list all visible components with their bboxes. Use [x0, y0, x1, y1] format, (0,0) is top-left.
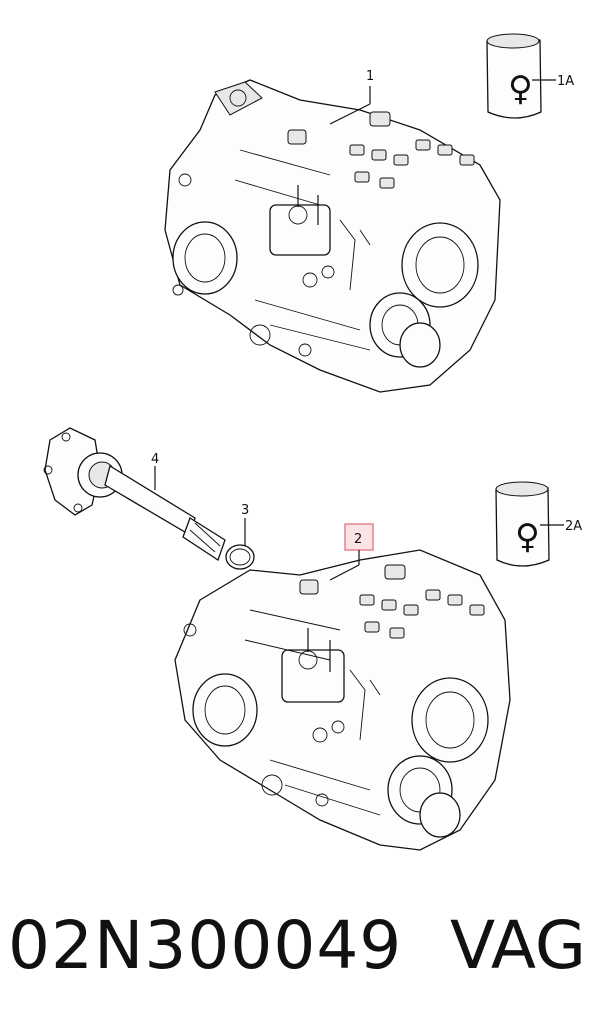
bolts-row-1	[349, 139, 475, 189]
callout-4: 4	[151, 452, 159, 467]
callout-1a: 1A	[557, 74, 574, 89]
o-ring-3: 3	[225, 503, 255, 570]
part-number: 02N300049	[8, 907, 403, 984]
brand-label: VAG	[449, 907, 586, 984]
footer: 02N300049 VAG	[0, 895, 600, 1032]
oil-can-logo-2a: ♀	[515, 517, 540, 557]
callout-2: 2	[354, 532, 362, 547]
callout-2-highlight	[344, 523, 374, 551]
oil-can-logo-1a: ♀	[508, 69, 533, 109]
callout-1: 1	[366, 69, 374, 84]
oil-can-1a: ♀ 1A	[486, 33, 574, 119]
callout-3: 3	[241, 503, 249, 518]
drive-shaft-4: 4	[43, 427, 226, 562]
parts-diagram: ♀ 1A ♀ 2A	[43, 33, 582, 851]
oil-can-2a: ♀ 2A	[495, 481, 582, 567]
bolts-row-2	[359, 589, 485, 639]
gearbox-assembly-2: 2	[174, 523, 511, 851]
callout-2a: 2A	[565, 519, 582, 534]
gearbox-assembly-1: 1	[164, 69, 501, 393]
